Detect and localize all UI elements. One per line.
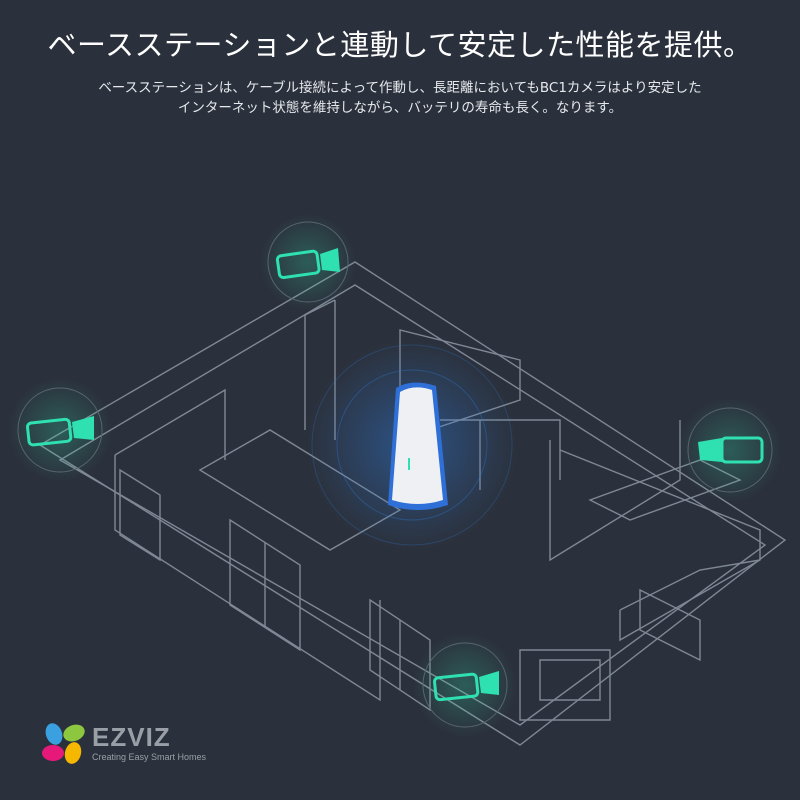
page-subtitle: ベースステーションは、ケーブル接続によって作動し、長距離においてもBC1カメラは… xyxy=(0,78,800,118)
camera-right xyxy=(678,398,782,502)
subtitle-line-2: インターネット状態を維持しながら、バッテリの寿命も長く。なります。 xyxy=(177,100,623,116)
base-station-body xyxy=(392,387,443,504)
cameras xyxy=(8,214,782,737)
brand-name: EZVIZ xyxy=(92,722,171,752)
ezviz-flower-icon xyxy=(42,723,85,764)
signal-ring xyxy=(311,344,513,546)
signal-ring xyxy=(336,369,488,521)
subtitle-line-1: ベースステーションは、ケーブル接続によって作動し、長距離においてもBC1カメラは… xyxy=(98,80,702,96)
brand-tagline: Creating Easy Smart Homes xyxy=(92,752,207,762)
camera-top xyxy=(260,214,356,310)
camera-left xyxy=(8,378,112,482)
base-station xyxy=(307,340,517,550)
page-title: ベースステーションと連動して安定した性能を提供。 xyxy=(47,28,753,62)
camera-bottom xyxy=(413,633,517,737)
status-led xyxy=(408,458,410,470)
